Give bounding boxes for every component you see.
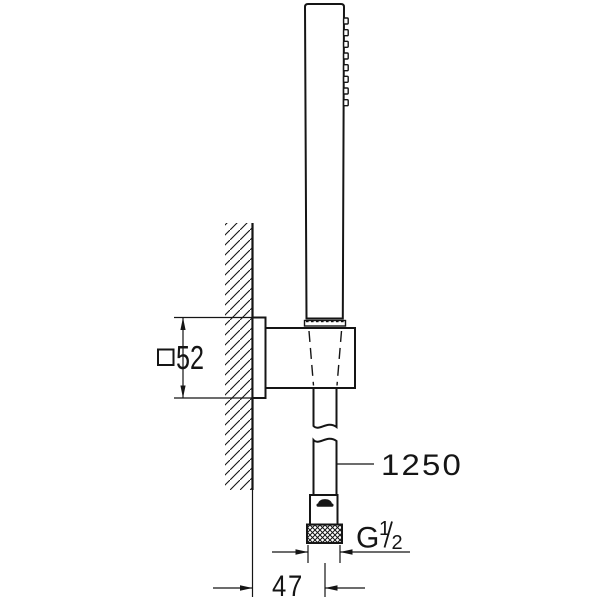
nozzle: [342, 29, 349, 37]
nozzle: [342, 75, 349, 84]
dimension-hose-length-1250: 1250: [337, 449, 463, 482]
offset-value: 47: [272, 570, 304, 600]
arrowhead-down: [180, 385, 186, 398]
wall-section: [225, 223, 254, 490]
nozzle: [342, 17, 349, 25]
dimension-thread-g12: G 1 2: [272, 518, 410, 563]
wall-bracket: [251, 316, 356, 399]
square-dimension-value: 52: [176, 339, 204, 376]
nozzle: [342, 98, 349, 107]
square-profile-symbol: [157, 348, 175, 366]
spray-nozzles: [342, 17, 349, 107]
dimension-square-52: 52: [157, 316, 252, 399]
nozzle: [342, 63, 349, 72]
nozzle: [342, 40, 349, 48]
hose-length-value: 1250: [381, 449, 463, 482]
thread-numerator: 1: [379, 518, 390, 540]
nozzle: [342, 52, 349, 60]
thread-denominator: 2: [392, 532, 403, 554]
hand-shower: [303, 3, 349, 327]
handle-inlet-band: [303, 319, 347, 327]
nozzle: [342, 87, 349, 95]
seal-base: [316, 503, 334, 507]
thread-prefix: G: [356, 522, 381, 555]
escutcheon-plate: [251, 316, 267, 399]
wall-hatching: [225, 223, 253, 490]
arrowhead-up: [180, 317, 186, 330]
hand-shower-body: [303, 3, 346, 320]
hose-upper-segment: [312, 388, 338, 429]
fraction-slash: [383, 521, 393, 548]
arrowhead-left: [325, 585, 338, 591]
hose-lower-segment: [312, 437, 338, 495]
coupling-nut: [306, 523, 343, 544]
hidden-edge-right: [336, 330, 343, 386]
hidden-edge-left: [308, 330, 315, 386]
arrowhead-right: [295, 549, 308, 555]
dimension-offset-47: 47: [213, 490, 365, 600]
arrowhead-left: [340, 549, 353, 555]
hose-connector: [306, 494, 343, 544]
arrowhead-right: [240, 585, 253, 591]
seal-dome: [318, 499, 332, 504]
shower-hose: [312, 388, 338, 495]
